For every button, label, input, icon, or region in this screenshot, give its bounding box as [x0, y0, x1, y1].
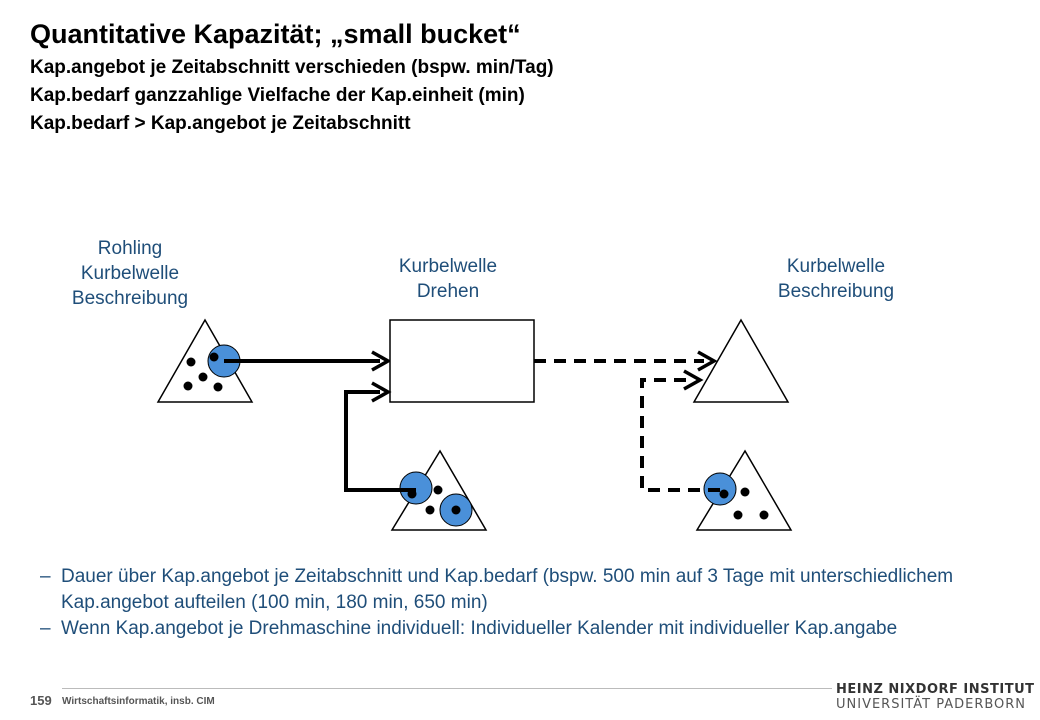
page-title: Quantitative Kapazität; „small bucket“ — [30, 19, 521, 49]
product-label-line-2: Beschreibung — [777, 281, 895, 302]
footer-divider — [62, 688, 832, 689]
institute-logo: HEINZ NIXDORF INSTITUT UNIVERSITÄT PADER… — [836, 682, 1035, 716]
raw-label-line-3: Beschreibung — [71, 288, 189, 309]
resource-dot — [451, 505, 461, 515]
second-resource-dot — [740, 487, 750, 497]
subtitle-line-2: Kap.bedarf ganzzahlige Vielfache der Kap… — [30, 85, 525, 106]
bullet-item: Wenn Kap.angebot je Drehmaschine individ… — [40, 616, 1000, 642]
product-label: Kurbelwelle Beschreibung — [726, 254, 946, 304]
second-resource-dot — [759, 510, 769, 520]
arrowhead — [371, 350, 392, 372]
raw-dot — [186, 357, 196, 367]
raw-dot — [183, 381, 193, 391]
raw-material-label: Rohling Kurbelwelle Beschreibung — [20, 236, 240, 311]
subtitle-line-1: Kap.angebot je Zeitabschnitt verschieden… — [30, 57, 554, 78]
logo-line-1: HEINZ NIXDORF INSTITUT — [836, 682, 1035, 697]
operation-label: Kurbelwelle Drehen — [338, 254, 558, 304]
raw-dot — [198, 372, 208, 382]
resource-flow-arrow — [344, 390, 416, 492]
bullet-list: Dauer über Kap.angebot je Zeitabschnitt … — [40, 564, 1000, 642]
arrowhead — [371, 381, 392, 403]
operation-box — [389, 319, 535, 403]
raw-dot — [209, 352, 219, 362]
page-number: 159 — [30, 693, 52, 708]
bullet-item: Dauer über Kap.angebot je Zeitabschnitt … — [40, 564, 1000, 616]
resource-dot — [433, 485, 443, 495]
second-resource-flow-arrow — [640, 378, 720, 492]
arrowhead — [697, 350, 718, 372]
raw-label-line-2: Kurbelwelle — [80, 263, 180, 284]
raw-label-line-1: Rohling — [97, 238, 163, 259]
operation-label-line-1: Kurbelwelle — [398, 256, 498, 277]
resource-dot — [425, 505, 435, 515]
footer-text: Wirtschaftsinformatik, insb. CIM — [62, 696, 215, 707]
product-triangle — [692, 318, 790, 403]
operation-label-line-2: Drehen — [416, 281, 480, 302]
arrowhead — [683, 369, 704, 391]
product-label-line-1: Kurbelwelle — [786, 256, 886, 277]
second-resource-dot — [733, 510, 743, 520]
subtitle-line-3: Kap.bedarf > Kap.angebot je Zeitabschnit… — [30, 113, 411, 134]
logo-line-2: UNIVERSITÄT PADERBORN — [836, 697, 1027, 712]
raw-dot — [213, 382, 223, 392]
second-resource-dot — [719, 489, 729, 499]
